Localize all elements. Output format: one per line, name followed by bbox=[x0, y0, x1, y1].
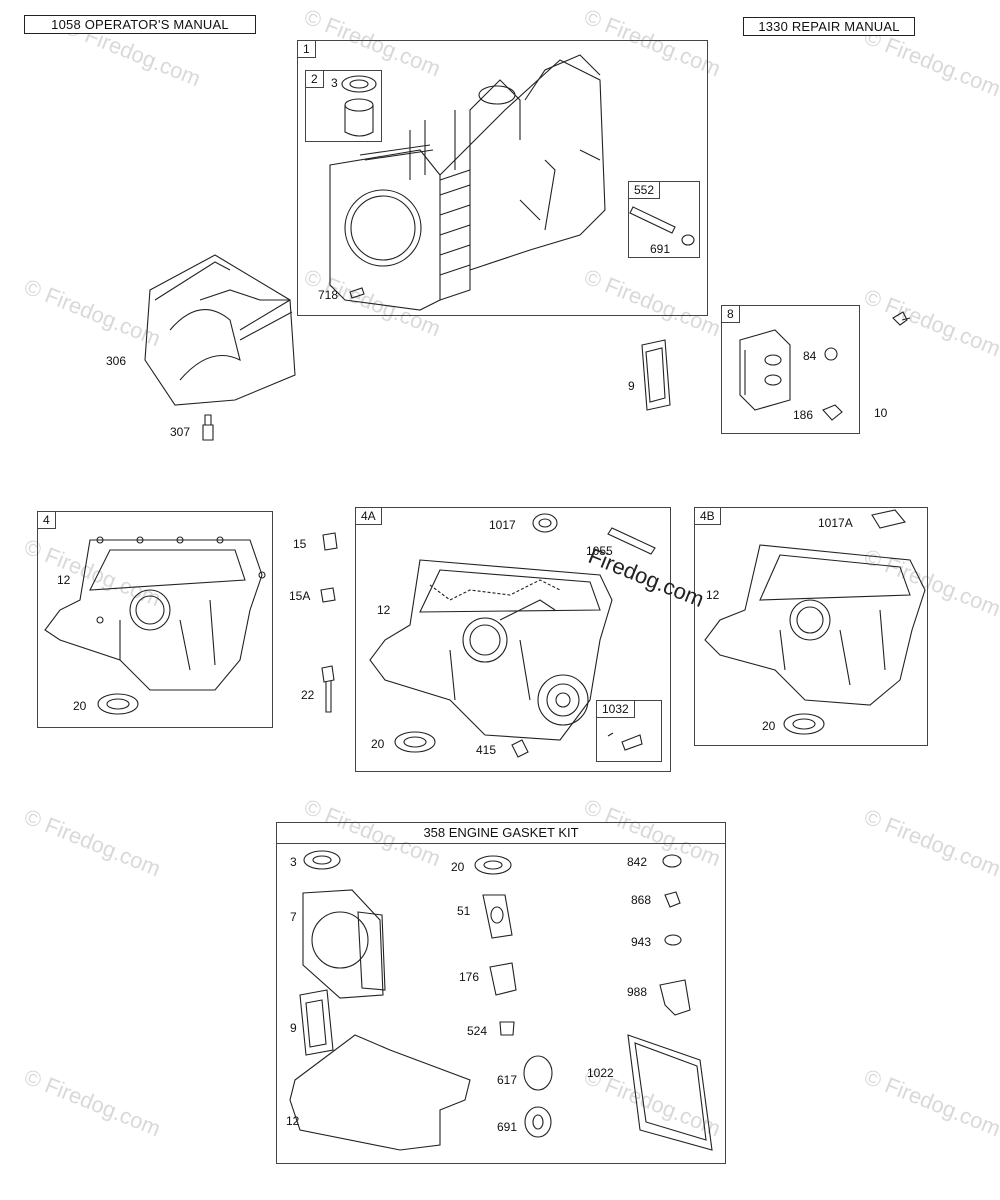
part-group-pin: 552 bbox=[628, 181, 700, 258]
oil-sump-drawing-4a bbox=[369, 559, 613, 741]
part-label-415: 415 bbox=[476, 743, 497, 757]
part-group-breather: 8 bbox=[721, 305, 860, 434]
group-number-1: 1 bbox=[297, 40, 316, 58]
oil-sump-drawing-4b bbox=[704, 544, 926, 706]
part-label-22: 22 bbox=[301, 688, 315, 702]
kit-item-label: 842 bbox=[627, 855, 648, 869]
part-label-306: 306 bbox=[106, 354, 127, 368]
part-label-84: 84 bbox=[803, 349, 817, 363]
kit-item-label: 691 bbox=[497, 1120, 518, 1134]
part-group-sump-4: 4 bbox=[37, 511, 273, 728]
part-group-sump-4a: 4A bbox=[355, 507, 671, 772]
part-label-186: 186 bbox=[793, 408, 814, 422]
oil-sump-drawing-4 bbox=[44, 536, 266, 691]
kit-item-label: 12 bbox=[286, 1114, 300, 1128]
part-group-cylinder-block: 1 bbox=[297, 40, 708, 316]
kit-item-label: 3 bbox=[290, 855, 297, 869]
kit-item-label: 524 bbox=[467, 1024, 488, 1038]
repair-manual-label: 1330 REPAIR MANUAL bbox=[743, 17, 915, 36]
kit-item-label: 9 bbox=[290, 1021, 297, 1035]
group-number-2: 2 bbox=[305, 70, 324, 88]
part-group-oil-pump: 1032 bbox=[596, 700, 662, 762]
part-label-1017: 1017 bbox=[489, 518, 516, 532]
kit-item-label: 868 bbox=[631, 893, 652, 907]
kit-item-label: 617 bbox=[497, 1073, 518, 1087]
part-label-12: 12 bbox=[377, 603, 391, 617]
kit-item-label: 943 bbox=[631, 935, 652, 949]
cylinder-shroud-drawing bbox=[144, 254, 296, 406]
part-label-1055: 1055 bbox=[586, 544, 613, 558]
kit-item-label: 51 bbox=[457, 904, 471, 918]
group-number-4: 4 bbox=[37, 511, 56, 529]
cylinder-block-drawing bbox=[329, 54, 606, 311]
part-label-15a: 15A bbox=[289, 589, 311, 603]
kit-item-label: 7 bbox=[290, 910, 297, 924]
group-number-552: 552 bbox=[628, 181, 661, 199]
part-label-3: 3 bbox=[331, 76, 338, 90]
part-label-20: 20 bbox=[371, 737, 385, 751]
part-label-12: 12 bbox=[706, 588, 720, 602]
kit-item-label: 20 bbox=[451, 860, 465, 874]
kit-item-label: 988 bbox=[627, 985, 648, 999]
gasket-kit-title: 358 ENGINE GASKET KIT bbox=[277, 823, 725, 844]
part-label-10: 10 bbox=[874, 406, 888, 420]
part-group-bearing: 2 bbox=[305, 70, 382, 142]
group-number-1032: 1032 bbox=[596, 700, 635, 718]
part-label-12: 12 bbox=[57, 573, 71, 587]
part-label-20: 20 bbox=[73, 699, 87, 713]
kit-item-label: 176 bbox=[459, 970, 480, 984]
part-label-9: 9 bbox=[628, 379, 635, 393]
group-number-4a: 4A bbox=[355, 507, 382, 525]
engine-gasket-kit-panel: 358 ENGINE GASKET KIT bbox=[276, 822, 726, 1164]
kit-item-label: 1022 bbox=[587, 1066, 614, 1080]
part-label-20: 20 bbox=[762, 719, 776, 733]
part-label-307: 307 bbox=[170, 425, 191, 439]
part-group-sump-4b: 4B bbox=[694, 507, 928, 746]
part-label-15: 15 bbox=[293, 537, 307, 551]
part-label-1017a: 1017A bbox=[818, 516, 853, 530]
group-number-8: 8 bbox=[721, 305, 740, 323]
part-label-718: 718 bbox=[318, 288, 339, 302]
part-label-691: 691 bbox=[650, 242, 671, 256]
operator-manual-label: 1058 OPERATOR'S MANUAL bbox=[24, 15, 256, 34]
group-number-4b: 4B bbox=[694, 507, 721, 525]
